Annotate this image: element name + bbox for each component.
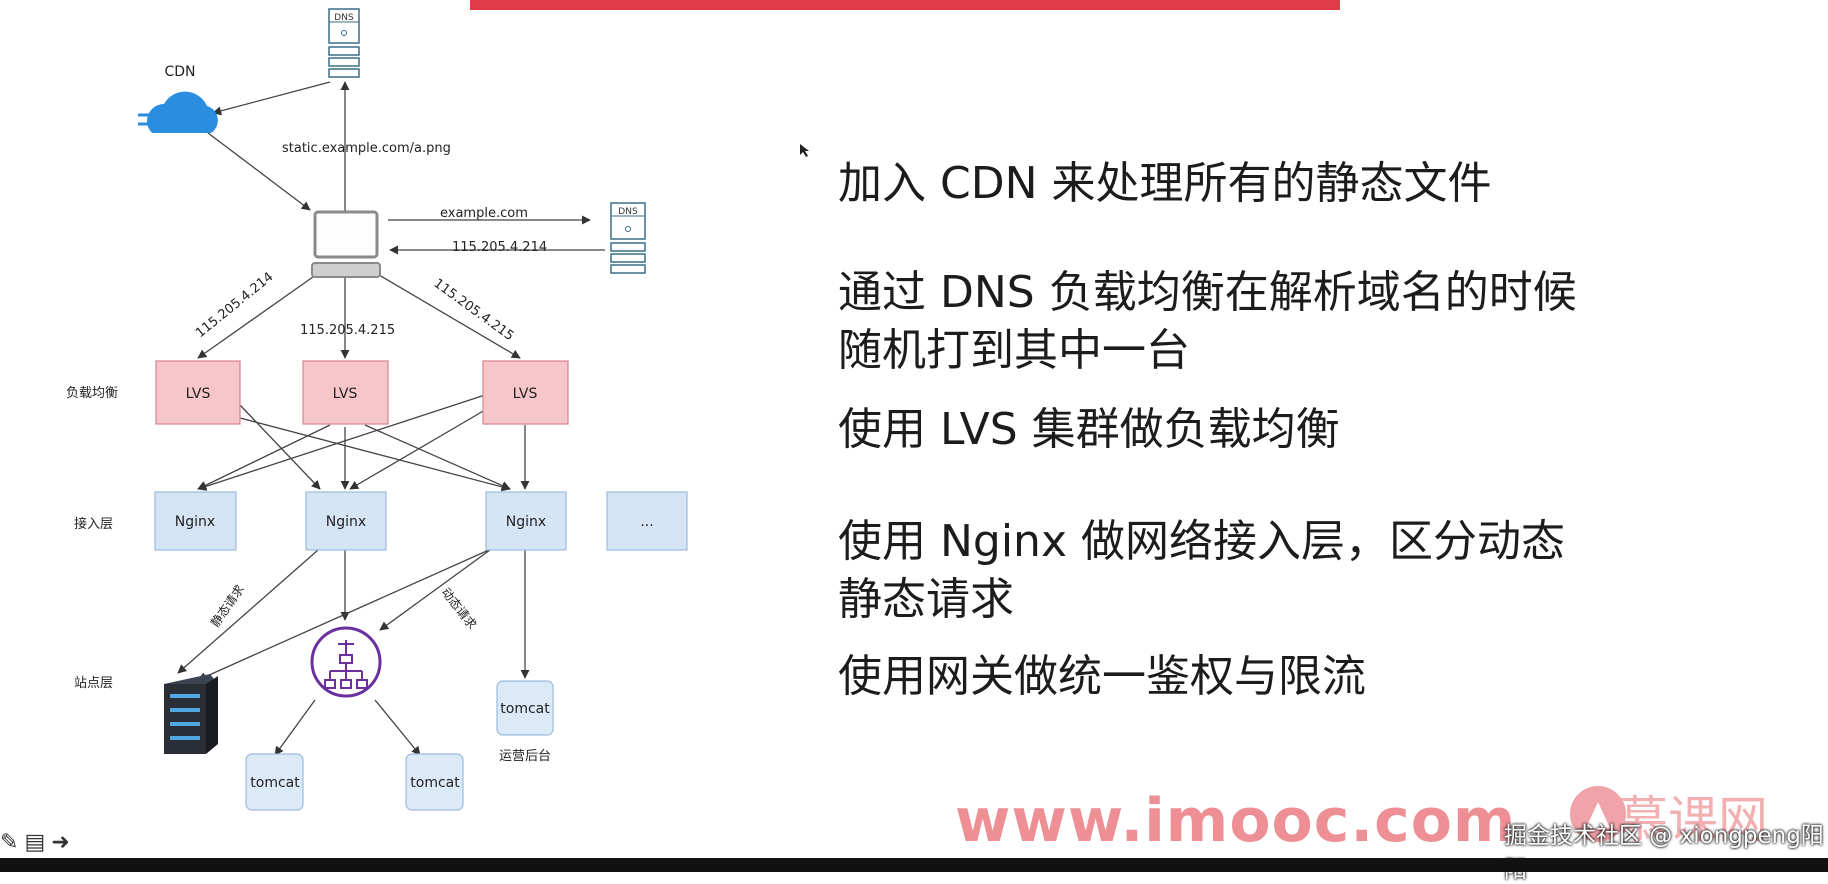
presenter-toolbar: ✎ ▤ ➜ — [0, 828, 70, 856]
bullet-cdn-line-1: 加入 CDN 来处理所有的静态文件 — [838, 158, 1492, 209]
lvs-node-3 — [482, 360, 569, 425]
cdn-label: CDN — [164, 64, 195, 80]
bullet-lvs-line-1: 使用 LVS 集群做负载均衡 — [838, 404, 1340, 455]
notes-icon[interactable]: ▤ — [24, 829, 46, 855]
bottom-bar — [0, 858, 1828, 872]
dynamic-request-label: 动态请求 — [439, 585, 480, 631]
bullet-lvs: 使用 LVS 集群做负载均衡 — [838, 401, 1340, 459]
edge-ip-left: 115.205.4.214 — [193, 270, 276, 342]
nginx-node-1 — [154, 491, 237, 551]
watermark-brand: 慕课网 — [1618, 791, 1768, 849]
edge-ip-middle: 115.205.4.215 — [300, 323, 395, 338]
title-band — [470, 0, 1340, 10]
static-request-label: 静态请求 — [208, 582, 247, 629]
nginx-label-1: Nginx — [175, 514, 215, 530]
lvs-label-2: LVS — [333, 386, 358, 402]
dns-label-top: DNS — [334, 13, 354, 23]
tomcat-node-2 — [405, 753, 464, 811]
mouse-cursor-icon — [800, 144, 809, 157]
tomcat-node-1 — [245, 753, 304, 811]
bullet-nginx-line-1: 使用 Nginx 做网络接入层，区分动态 — [838, 516, 1565, 567]
bullet-gateway: 使用网关做统一鉴权与限流 — [838, 648, 1366, 706]
layer-label-load-balance: 负载均衡 — [66, 386, 118, 401]
nginx-node-2 — [305, 491, 387, 551]
client-laptop-icon — [311, 210, 381, 278]
watermark-url: www.imooc.com — [955, 786, 1517, 856]
bullet-dns-line-1: 通过 DNS 负载均衡在解析域名的时候 — [838, 267, 1577, 318]
bullet-dns-line-2: 随机打到其中一台 — [838, 325, 1190, 376]
pen-icon[interactable]: ✎ — [0, 829, 19, 855]
resolved-ip-label: 115.205.4.214 — [452, 240, 547, 255]
nginx-label-2: Nginx — [326, 514, 366, 530]
bullet-gateway-line-1: 使用网关做统一鉴权与限流 — [838, 651, 1366, 702]
tomcat-node-ops — [496, 680, 554, 736]
static-url-label: static.example.com/a.png — [282, 141, 451, 156]
nginx-label-3: Nginx — [506, 514, 546, 530]
nginx-node-ellipsis — [606, 491, 688, 551]
tomcat-label-1: tomcat — [250, 775, 300, 791]
bullet-cdn: 加入 CDN 来处理所有的静态文件 — [838, 155, 1492, 213]
nginx-node-3 — [485, 491, 567, 551]
bullet-nginx-line-2: 静态请求 — [838, 574, 1014, 625]
dns-label-right: DNS — [618, 207, 638, 217]
next-slide-icon[interactable]: ➜ — [51, 829, 70, 855]
dns-server-right: DNS — [610, 202, 646, 274]
lvs-node-1 — [155, 360, 241, 425]
bullet-nginx: 使用 Nginx 做网络接入层，区分动态 静态请求 — [838, 513, 1565, 629]
domain-label: example.com — [440, 206, 528, 221]
gateway-icon — [310, 626, 382, 698]
edge-ip-right: 115.205.4.215 — [431, 276, 517, 344]
nginx-ellipsis-label: ... — [640, 514, 653, 530]
lvs-label-3: LVS — [513, 386, 538, 402]
layer-label-access: 接入层 — [74, 516, 113, 532]
tomcat-label-ops: tomcat — [500, 701, 550, 717]
lvs-node-2 — [302, 360, 389, 425]
static-server-icon — [164, 674, 218, 754]
lvs-label-1: LVS — [186, 386, 211, 402]
layer-label-site: 站点层 — [74, 676, 113, 691]
watermark-credit: 掘金技术社区 @ xiongpeng阳阳 — [1504, 823, 1824, 883]
ops-backend-label: 运营后台 — [499, 749, 551, 764]
cdn-cloud-icon — [138, 91, 218, 133]
bullet-dns: 通过 DNS 负载均衡在解析域名的时候 随机打到其中一台 — [838, 264, 1577, 380]
imooc-logo-icon — [1570, 786, 1626, 842]
dns-server-top: DNS — [328, 8, 360, 78]
tomcat-label-2: tomcat — [410, 775, 460, 791]
connector-lines — [177, 81, 605, 756]
